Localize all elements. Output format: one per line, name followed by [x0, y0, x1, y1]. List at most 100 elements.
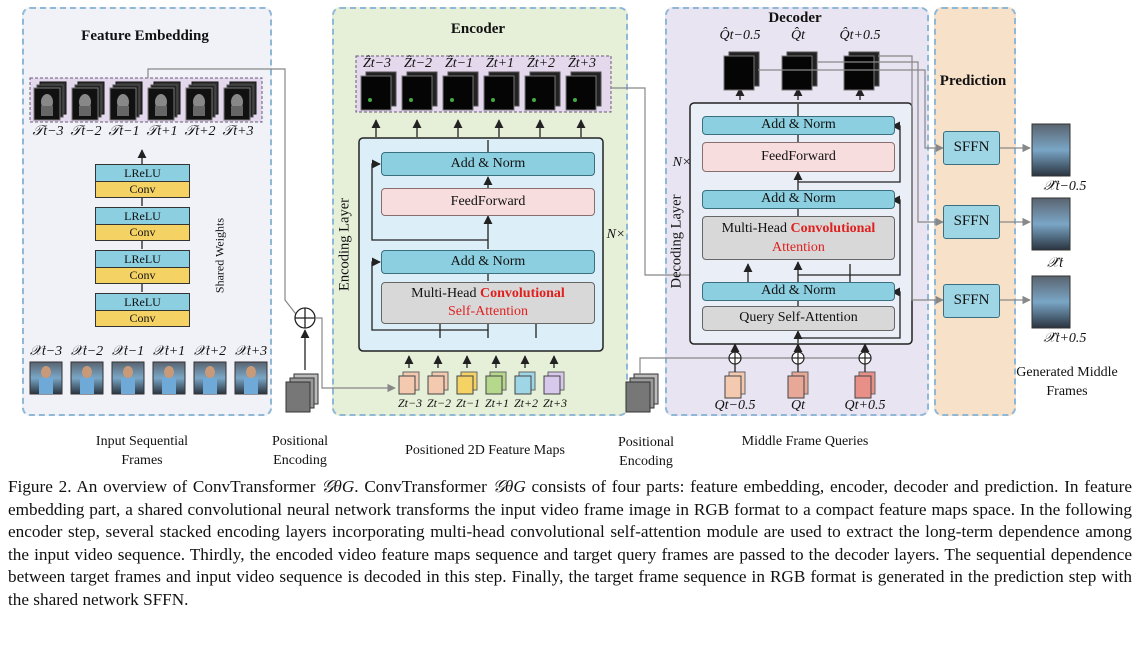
feature-label-4: 𝒯t+2: [184, 124, 216, 139]
input-label-0: 𝒳t−3: [29, 344, 63, 359]
feature-label-0: 𝒯t−3: [32, 124, 64, 139]
generated-label-2: 𝒳̂t: [1047, 256, 1063, 271]
decoder-output-label-0: Q̂t−0.5: [719, 28, 761, 43]
decoder-output-2: [843, 51, 880, 91]
input-label-4: 𝒳t+2: [193, 344, 227, 359]
encoder-output-label-2: Ẑt−1: [444, 56, 474, 71]
query-0: [724, 371, 746, 399]
generated-frame-1: [1031, 123, 1071, 177]
encoder-output-0: [360, 71, 397, 111]
attn-bold: Convolutional: [790, 221, 876, 236]
input-frame-3: [152, 361, 186, 395]
feature-embedding-title: Feature Embedding: [81, 28, 209, 44]
lrelu-label: LReLU: [96, 165, 189, 182]
sffn-2: SFFN: [943, 205, 1000, 239]
feature-map-1: [71, 81, 105, 121]
conv-label: Conv: [96, 311, 189, 326]
query-2: [854, 371, 876, 399]
query-1: [787, 371, 809, 399]
shared-weights-label: Shared Weights: [212, 217, 227, 294]
encoder-input-cube-3: [485, 371, 507, 395]
decoder-output-1: [781, 51, 818, 91]
input-label-3: 𝒳t+1: [152, 344, 186, 359]
attn-bold: Convolutional: [480, 286, 565, 301]
decoding-layer-label: Decoding Layer: [668, 194, 685, 289]
input-frame-5: [234, 361, 268, 395]
decoder-output-label-1: Q̂t: [791, 28, 805, 43]
generated-label-1: 𝒳̂t−0.5: [1043, 179, 1087, 194]
decoder-add-norm-mid: Add & Norm: [702, 190, 895, 209]
label-positional-encoding-2: Positional Encoding: [617, 435, 674, 469]
attn-suffix: Attention: [772, 240, 825, 255]
cnn-block-2: LReLU Conv: [95, 207, 190, 241]
encoder-feedforward: FeedForward: [381, 188, 595, 216]
feature-map-2: [109, 81, 143, 121]
feature-label-1: 𝒯t−2: [70, 124, 102, 139]
architecture-diagram: Feature Embedding Encoder Decoder Predic…: [22, 7, 1118, 469]
feature-label-2: 𝒯t−1: [108, 124, 140, 139]
decoder-title: Decoder: [768, 10, 822, 26]
sffn-3: SFFN: [943, 284, 1000, 318]
encoder-input-label-3: Zt+1: [484, 396, 510, 410]
encoder-output-3: [483, 71, 520, 111]
decoder-multihead-attention: Multi-Head Convolutional Attention: [702, 216, 895, 260]
label-queries: Middle Frame Queries: [741, 434, 869, 449]
encoder-output-1: [401, 71, 438, 111]
feature-map-3: [147, 81, 181, 121]
query-label-1: Qt: [791, 398, 805, 413]
decoder-output-label-2: Q̂t+0.5: [839, 28, 881, 43]
encoder-add-norm-top: Add & Norm: [381, 152, 595, 176]
encoder-input-label-1: Zt−2: [426, 396, 452, 410]
encoder-input-cube-2: [456, 371, 478, 395]
query-label-2: Qt+0.5: [844, 398, 886, 413]
attn-prefix: Multi-Head: [411, 286, 480, 301]
conv-label: Conv: [96, 268, 189, 283]
lrelu-label: LReLU: [96, 208, 189, 225]
encoder-input-cube-4: [514, 371, 536, 395]
encoder-output-2: [442, 71, 479, 111]
input-frame-0: [29, 361, 63, 395]
lrelu-label: LReLU: [96, 251, 189, 268]
label-positional-encoding-1: Positional Encoding: [271, 434, 328, 468]
label-feature-maps: Positioned 2D Feature Maps: [405, 443, 565, 458]
encoder-multihead-attention: Multi-Head Convolutional Self-Attention: [381, 282, 595, 324]
decoder-output-0: [723, 51, 760, 91]
attn-prefix: Multi-Head: [721, 221, 791, 236]
input-frame-2: [111, 361, 145, 395]
decoder-add-norm-bottom: Add & Norm: [702, 282, 895, 301]
caption-part1: . ConvTransformer: [354, 477, 493, 496]
decoder-repeat: N×: [672, 155, 692, 170]
encoder-input-label-5: Zt+3: [542, 396, 568, 410]
cnn-block-4: LReLU Conv: [95, 293, 190, 327]
encoder-input-cube-0: [398, 371, 420, 395]
encoder-output-label-1: Ẑt−2: [403, 56, 433, 71]
generated-frame-3: [1031, 275, 1071, 329]
encoder-output-5: [565, 71, 602, 111]
caption-symbol-1: 𝒢θG: [321, 477, 355, 496]
feature-label-5: 𝒯t+3: [222, 124, 254, 139]
sffn-1: SFFN: [943, 131, 1000, 165]
feature-map-5: [223, 81, 257, 121]
cnn-block-1: LReLU Conv: [95, 164, 190, 198]
cnn-block-3: LReLU Conv: [95, 250, 190, 284]
attn-suffix: Self-Attention: [447, 304, 529, 319]
input-frame-1: [70, 361, 104, 395]
encoder-output-4: [524, 71, 561, 111]
input-label-2: 𝒳t−1: [111, 344, 145, 359]
encoder-title: Encoder: [450, 21, 506, 37]
lrelu-label: LReLU: [96, 294, 189, 311]
feature-map-4: [185, 81, 219, 121]
positional-encoding-cube-1: [285, 373, 319, 413]
caption-part2: consists of four parts: feature embeddin…: [8, 477, 1132, 609]
encoder-input-label-2: Zt−1: [455, 396, 481, 410]
feature-map-strip: [29, 77, 263, 123]
encoder-input-cube-1: [427, 371, 449, 395]
decoder-query-self-attention: Query Self-Attention: [702, 306, 895, 331]
feature-label-3: 𝒯t+1: [146, 124, 178, 139]
conv-label: Conv: [96, 182, 189, 197]
label-input-frames: Input Sequential Frames: [95, 434, 189, 468]
encoder-output-label-3: Ẑt+1: [485, 56, 515, 71]
caption-symbol-2: 𝒢θG: [492, 477, 526, 496]
generated-label-3: 𝒳̂t+0.5: [1043, 331, 1087, 346]
input-frame-4: [193, 361, 227, 395]
